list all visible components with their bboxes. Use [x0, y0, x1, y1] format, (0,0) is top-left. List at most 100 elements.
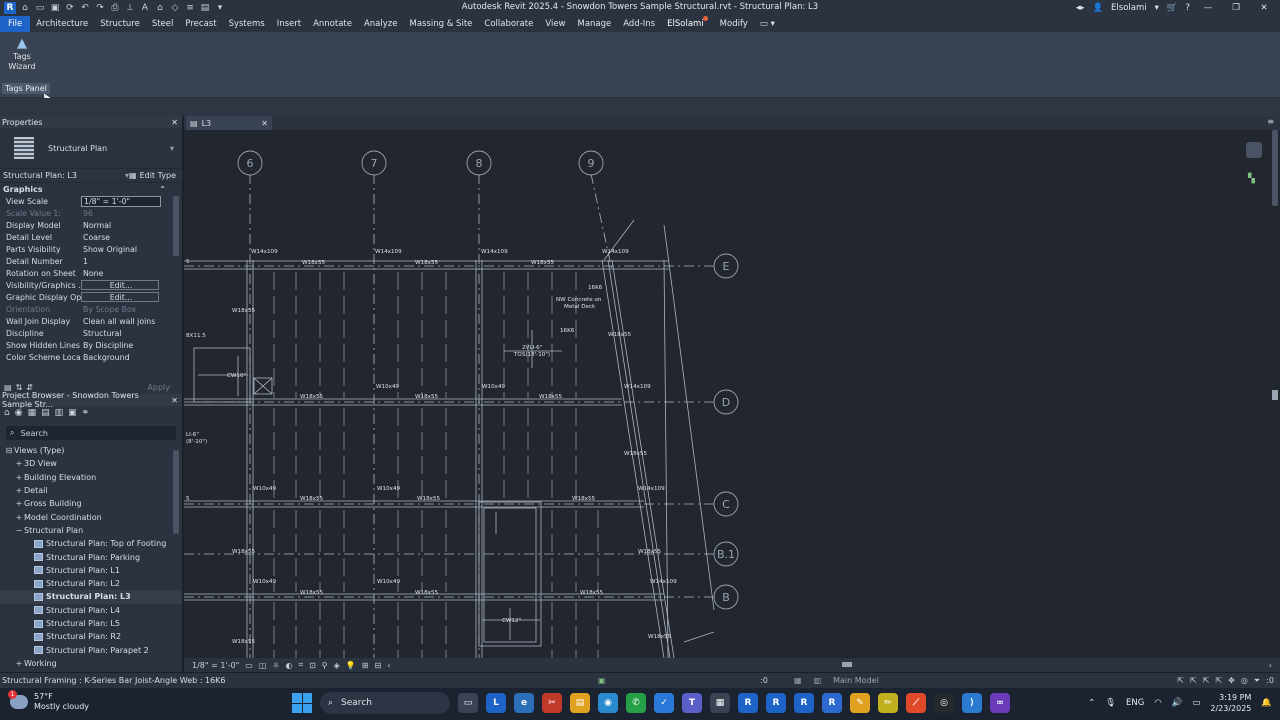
type-dropdown-icon[interactable]: ▾	[169, 143, 174, 153]
property-value[interactable]: Edit...	[81, 292, 159, 302]
reveal-hidden-icon[interactable]: 💡	[345, 660, 356, 670]
expand-icon[interactable]: −	[15, 525, 23, 535]
browser-scrollbar[interactable]	[173, 450, 179, 534]
beam-tag[interactable]: W18x55	[415, 260, 439, 266]
scroll-right-icon[interactable]: ›	[1268, 660, 1272, 670]
nav-arrows-icon[interactable]: ◂▸	[1075, 3, 1085, 13]
beam-tag[interactable]: W18x55	[531, 260, 555, 266]
tree-item[interactable]: Structural Plan: L5	[0, 617, 182, 630]
beam-tag[interactable]: W18x55	[300, 394, 324, 400]
notifications-icon[interactable]: 🔔	[1261, 698, 1272, 708]
edit-type-button[interactable]: ▦Edit Type	[129, 171, 176, 180]
editable-icon[interactable]: ▥	[813, 676, 822, 685]
main-model-label[interactable]: Main Model	[833, 676, 879, 685]
beam-tag[interactable]: W18x55	[415, 394, 439, 400]
beam-tag[interactable]: W10x49	[376, 384, 400, 390]
qat-dropdown-icon[interactable]: ▾	[217, 3, 223, 13]
design-options-icon[interactable]: ▦	[794, 676, 802, 685]
revit-app-icon-2[interactable]: R	[766, 693, 786, 713]
search-input[interactable]: Search	[20, 428, 48, 438]
drag-elements-icon[interactable]: ✥	[1228, 675, 1235, 685]
properties-close-icon[interactable]: ✕	[171, 117, 178, 127]
task-view-icon[interactable]: ▭	[458, 693, 478, 713]
print-icon[interactable]: ⎙	[111, 3, 119, 13]
beam-tag[interactable]: W18x55	[580, 590, 604, 596]
property-value[interactable]: 1	[83, 256, 88, 266]
wifi-icon[interactable]: ◠	[1154, 698, 1162, 708]
tab-massing-site[interactable]: Massing & Site	[409, 19, 473, 29]
tree-item[interactable]: +Model Coordination	[0, 510, 182, 523]
beam-tag[interactable]: W18x55	[624, 451, 648, 457]
open-icon[interactable]: ▭	[35, 3, 45, 13]
tree-item[interactable]: +Gross Building	[0, 497, 182, 510]
property-row[interactable]: Scale Value 1:96	[0, 207, 182, 219]
tab-add-ins[interactable]: Add-Ins	[623, 19, 656, 29]
property-value[interactable]: 1/8" = 1'-0"	[81, 195, 161, 207]
property-value[interactable]: By Discipline	[83, 340, 134, 350]
tree-item[interactable]: Structural Plan: L2	[0, 577, 182, 590]
beam-tag[interactable]: W14x109	[481, 249, 508, 255]
property-value[interactable]: None	[83, 268, 104, 278]
property-row[interactable]: Color Scheme Loca...Background	[0, 351, 182, 363]
beam-tag[interactable]: W18x55	[232, 639, 256, 645]
property-value[interactable]: Edit...	[81, 280, 159, 290]
property-value[interactable]: Background	[83, 352, 130, 362]
tree-item[interactable]: ⊟Views (Type)	[0, 444, 182, 457]
property-value[interactable]: Structural	[83, 328, 122, 338]
tab-collaborate[interactable]: Collaborate	[484, 19, 534, 29]
tab-analyze[interactable]: Analyze	[363, 19, 398, 29]
text-icon[interactable]: A	[141, 3, 149, 13]
home-view-icon[interactable]: ⌂	[4, 408, 10, 418]
analytical-icon[interactable]: ⊞	[361, 660, 369, 670]
todo-icon[interactable]: ✓	[654, 693, 674, 713]
beam-tag[interactable]: W18x55	[300, 590, 324, 596]
beam-tag[interactable]: W18x55	[232, 549, 256, 555]
revit-app-icon[interactable]: R	[738, 693, 758, 713]
microphone-icon[interactable]: 🎙	[1105, 698, 1116, 708]
revit-app-icon-3[interactable]: R	[794, 693, 814, 713]
unlock-3d-icon[interactable]: ⚲	[321, 660, 328, 670]
tab-steel[interactable]: Steel	[151, 19, 174, 29]
tree-item[interactable]: +3D View	[0, 457, 182, 470]
beam-tag[interactable]: W10x49	[253, 579, 277, 585]
app-pen-icon[interactable]: ✏	[878, 693, 898, 713]
battery-icon[interactable]: ▭	[1192, 698, 1201, 708]
vscode-icon[interactable]: ⟩	[962, 693, 982, 713]
zoom-icon[interactable]: ▚	[1248, 174, 1255, 184]
tab-view[interactable]: View	[545, 19, 566, 29]
cart-icon[interactable]: 🛒	[1166, 3, 1178, 13]
view-scale[interactable]: 1/8" = 1'-0"	[192, 660, 240, 670]
drawing-canvas[interactable]: 6 7 8 9 E D C B.1 B W14x109 W14x109 W14x…	[184, 130, 1270, 658]
tree-item[interactable]: Structural Plan: Parking	[0, 550, 182, 563]
expand-icon[interactable]: +	[15, 459, 23, 469]
shadows-icon[interactable]: ◐	[285, 660, 293, 670]
edge-tag[interactable]: 5	[186, 259, 190, 265]
sort-icon[interactable]: ⇅	[15, 382, 23, 392]
highlight-displacement-icon[interactable]: ⊟	[374, 660, 382, 670]
tree-item[interactable]: Structural Plan: Parapet 2	[0, 643, 182, 656]
categorize-icon[interactable]: ▤	[4, 382, 12, 392]
crop-view-icon[interactable]: ⌗	[298, 660, 304, 669]
redo-icon[interactable]: ↷	[96, 3, 104, 13]
edge-tag[interactable]: (8'-10")	[186, 439, 207, 445]
snipping-icon[interactable]: ✂	[542, 693, 562, 713]
expand-icon[interactable]: +	[15, 486, 23, 496]
tree-item[interactable]: +Working	[0, 657, 182, 670]
browser-close-icon[interactable]: ✕	[171, 395, 178, 405]
app-icon[interactable]: ▦	[710, 693, 730, 713]
acrobat-icon[interactable]: ⟋	[906, 693, 926, 713]
property-value[interactable]: 96	[83, 208, 93, 218]
tab-insert[interactable]: Insert	[276, 19, 302, 29]
whatsapp-icon[interactable]: ✆	[626, 693, 646, 713]
save-icon[interactable]: ▣	[50, 3, 60, 13]
language-indicator[interactable]: ENG	[1126, 698, 1145, 708]
deck-tag-line2[interactable]: Metal Deck	[564, 304, 596, 310]
beam-tag[interactable]: W14x109	[650, 579, 677, 585]
beam-tag[interactable]: W10x49	[377, 486, 401, 492]
horizontal-scroll-thumb[interactable]	[842, 662, 852, 667]
